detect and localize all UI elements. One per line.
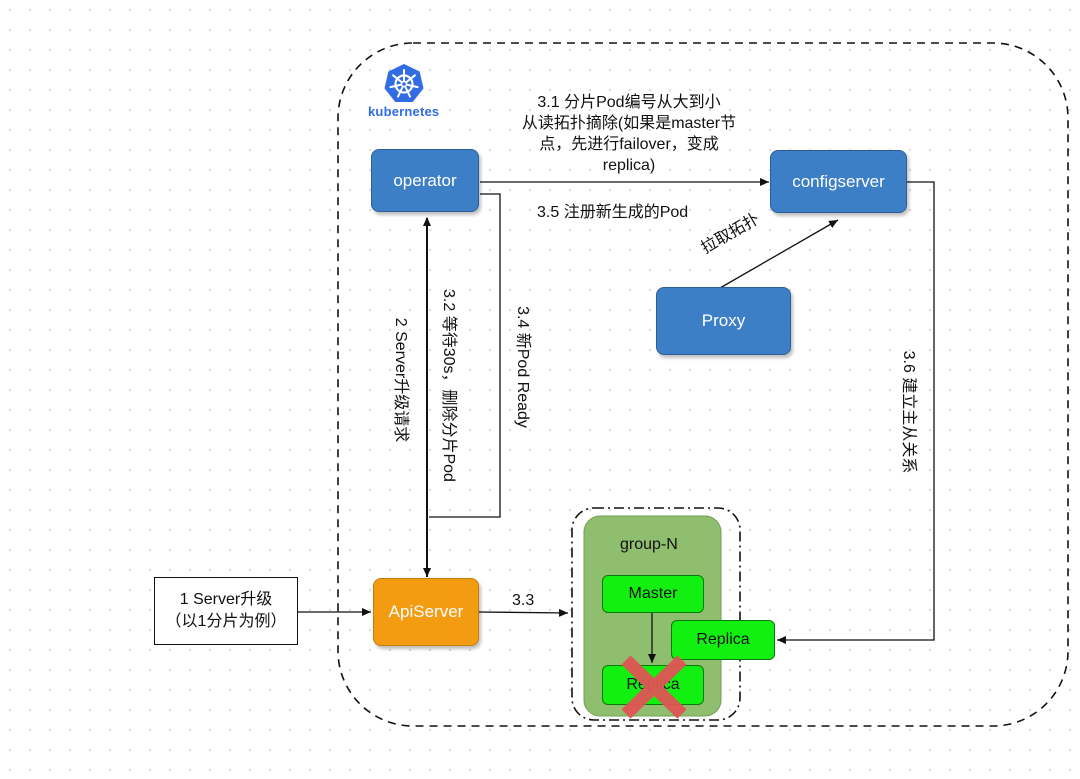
configserver-node[interactable]: configserver [770, 150, 907, 213]
label-step-3-1-line1: 3.1 分片Pod编号从大到小 [537, 94, 721, 111]
red-x-icon [621, 655, 687, 719]
edge-configserver-replica [777, 181, 935, 644]
server-upgrade-line2: （以1分片为例） [165, 613, 287, 630]
server-upgrade-line1: 1 Server升级 [179, 591, 273, 608]
edge-new-pod-ready [429, 193, 501, 518]
kubernetes-logo-text: kubernetes [368, 104, 440, 119]
cluster-boundary [337, 42, 1069, 727]
edge-apiserver-group [478, 608, 569, 617]
label-step-3-6: 3.6 建立主从关系 [900, 350, 917, 474]
master-pod[interactable]: Master [602, 575, 704, 613]
group-boundary [571, 507, 741, 721]
replica-pod-new[interactable]: Replica [671, 620, 775, 660]
label-step-3-2: 3.2 等待30s，删除分片Pod [440, 289, 457, 482]
proxy-node[interactable]: Proxy [656, 287, 791, 355]
operator-node[interactable]: operator [371, 149, 479, 212]
label-step-3-1: 3.1 分片Pod编号从大到小 从读拓扑摘除(如果是master节 点，先进行f… [494, 92, 764, 176]
server-upgrade-node[interactable]: 1 Server升级 （以1分片为例） [154, 577, 298, 645]
label-step-3-4: 3.4 新Pod Ready [514, 306, 531, 428]
edge-proxy-configserver [719, 219, 839, 289]
label-step-3-3: 3.3 [512, 592, 535, 609]
group-title: group-N [620, 536, 678, 553]
label-step-3-1-line3: 点，先进行failover，变成 [539, 136, 719, 153]
label-step-3-5: 3.5 注册新生成的Pod [537, 204, 689, 221]
apiserver-node[interactable]: ApiServer [373, 578, 479, 646]
kubernetes-helm-icon [384, 64, 424, 102]
label-step-3-1-line4: replica) [602, 157, 656, 174]
label-step-2: 2 Server升级请求 [392, 317, 409, 443]
label-step-3-1-line2: 从读拓扑摘除(如果是master节 [521, 115, 737, 132]
